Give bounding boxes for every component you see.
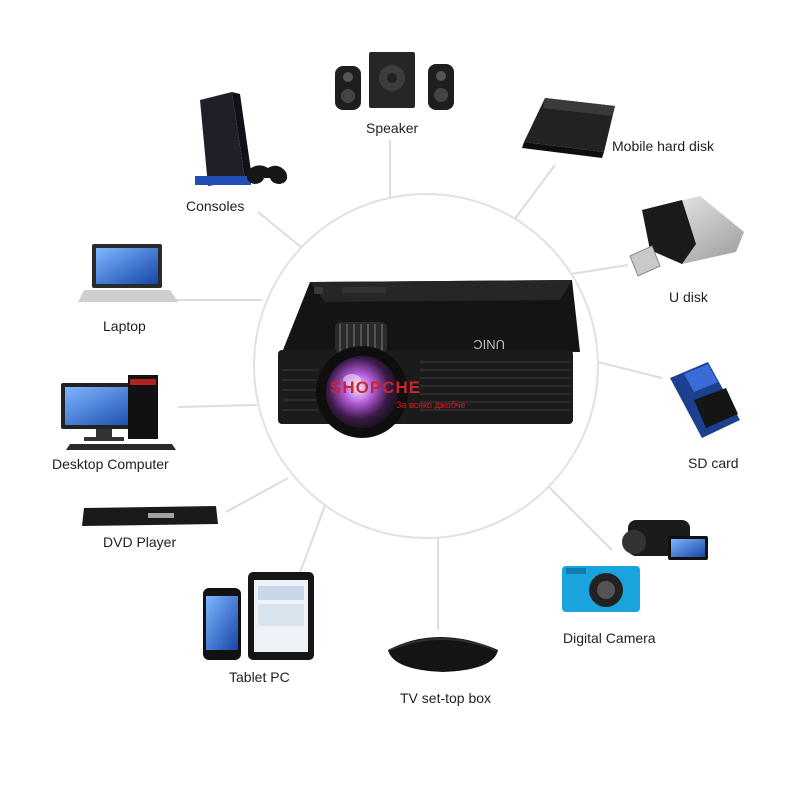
digital-camera-icon bbox=[562, 520, 708, 612]
label-tablet-pc: Tablet PC bbox=[229, 669, 290, 685]
label-desktop-computer: Desktop Computer bbox=[52, 456, 169, 472]
tv-set-top-box-icon bbox=[388, 637, 498, 672]
label-laptop: Laptop bbox=[103, 318, 146, 334]
consoles-icon bbox=[195, 92, 288, 186]
label-tv-set-top-box: TV set-top box bbox=[400, 690, 492, 706]
label-mobile-hard-disk: Mobile hard disk bbox=[612, 138, 714, 154]
connector-lines bbox=[175, 140, 663, 630]
tablet-pc-icon bbox=[203, 572, 314, 660]
projector-brand: UNIC bbox=[473, 337, 505, 352]
label-u-disk: U disk bbox=[669, 289, 708, 305]
mobile-hard-disk-icon bbox=[522, 98, 615, 158]
watermark: SHOPCHE За всяко джобче bbox=[330, 378, 465, 410]
desktop-computer-icon bbox=[61, 375, 176, 450]
label-dvd-player: DVD Player bbox=[103, 534, 177, 550]
watermark-brand: SHOPCHE bbox=[330, 378, 422, 397]
u-disk-icon bbox=[629, 196, 744, 277]
speaker-icon bbox=[335, 52, 454, 110]
watermark-tagline: За всяко джобче bbox=[396, 400, 466, 410]
label-sd-card: SD card bbox=[688, 455, 739, 471]
label-speaker: Speaker bbox=[366, 120, 419, 136]
laptop-icon bbox=[78, 244, 178, 302]
dvd-player-icon bbox=[82, 506, 218, 526]
label-digital-camera: Digital Camera bbox=[563, 630, 656, 646]
label-consoles: Consoles bbox=[186, 198, 245, 214]
projector-image: UNIC bbox=[278, 280, 580, 438]
sd-card-icon bbox=[670, 362, 740, 438]
